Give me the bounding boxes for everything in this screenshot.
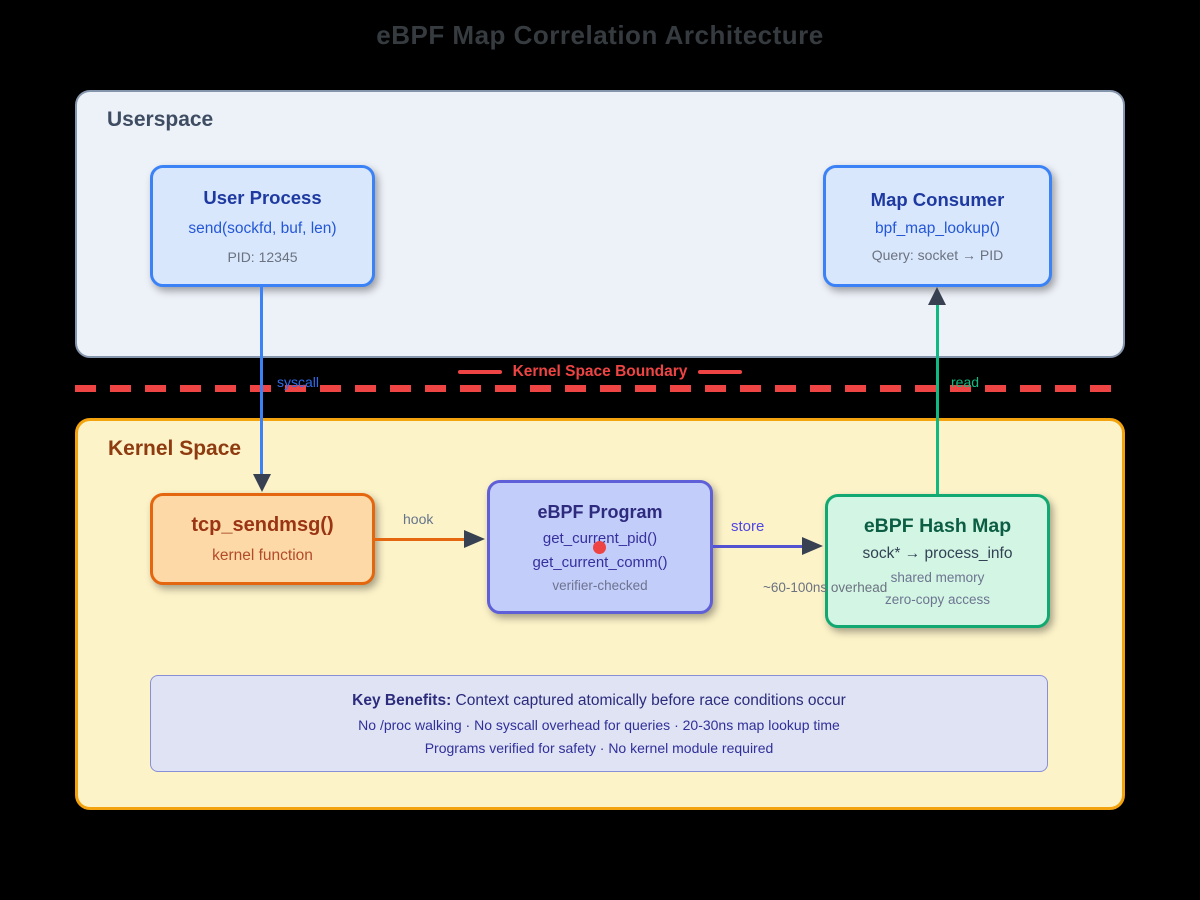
node-tcp-sendmsg: tcp_sendmsg() kernel function: [150, 493, 375, 585]
ebpf-program-call2: get_current_comm(): [532, 553, 668, 571]
boundary-dash-right: [698, 370, 743, 374]
ebpf-program-title: eBPF Program: [537, 501, 663, 522]
map-consumer-call: bpf_map_lookup(): [875, 220, 1000, 237]
map-consumer-title: Map Consumer: [870, 189, 1005, 210]
hook-arrowhead-icon: [464, 530, 485, 548]
store-arrowhead-icon: [802, 537, 823, 555]
tcp-sendmsg-title: tcp_sendmsg(): [191, 513, 334, 536]
user-process-call: send(sockfd, buf, len): [188, 220, 337, 237]
read-arrowhead-icon: [928, 287, 946, 305]
boundary-dash-left: [457, 370, 502, 374]
hash-map-mapping: sock* → process_info: [862, 545, 1013, 562]
syscall-arrowhead-icon: [253, 474, 271, 492]
ebpf-program-call1: get_current_pid(): [542, 529, 658, 547]
kernelspace-label: Kernel Space: [108, 437, 242, 460]
tcp-sendmsg-subtitle: kernel function: [212, 546, 313, 564]
user-process-title: User Process: [203, 187, 322, 208]
hook-arrow-line: [375, 538, 466, 541]
benefits-heading: Key Benefits:: [352, 691, 452, 709]
map-consumer-query: Query: socket → PID: [871, 247, 1004, 263]
syscall-arrow-line: [260, 287, 263, 476]
node-map-consumer: Map Consumer bpf_map_lookup() Query: soc…: [823, 165, 1052, 287]
read-arrow-line: [936, 303, 939, 494]
benefits-line2: No /proc walking · No syscall overhead f…: [358, 716, 840, 733]
hash-map-note2: zero-copy access: [884, 592, 991, 607]
benefits-line3: Programs verified for safety · No kernel…: [424, 739, 774, 756]
benefits-summary-text: Context captured atomically before race …: [451, 691, 846, 709]
store-edge-label: store: [731, 518, 765, 535]
kernel-boundary-line: [75, 385, 1125, 392]
node-user-process: User Process send(sockfd, buf, len) PID:…: [150, 165, 375, 287]
overhead-label: ~60-100ns overhead: [763, 580, 888, 595]
kprobe-dot-icon: [593, 541, 606, 554]
read-edge-label: read: [951, 374, 980, 390]
user-process-pid: PID: 12345: [227, 249, 298, 265]
userspace-label: Userspace: [107, 108, 214, 131]
hook-edge-label: hook: [403, 511, 434, 527]
hash-map-note1: shared memory: [890, 570, 985, 585]
store-arrow-line: [713, 545, 804, 548]
kernel-boundary-label: Kernel Space Boundary: [0, 363, 1200, 381]
hash-map-title: eBPF Hash Map: [863, 515, 1012, 537]
node-ebpf-hash-map: eBPF Hash Map sock* → process_info share…: [825, 494, 1050, 628]
benefits-summary: Key Benefits: Context captured atomicall…: [352, 692, 846, 710]
key-benefits-box: Key Benefits: Context captured atomicall…: [150, 675, 1048, 772]
diagram-title: eBPF Map Correlation Architecture: [376, 20, 824, 50]
ebpf-program-note: verifier-checked: [552, 577, 648, 593]
syscall-edge-label: syscall: [277, 374, 320, 390]
